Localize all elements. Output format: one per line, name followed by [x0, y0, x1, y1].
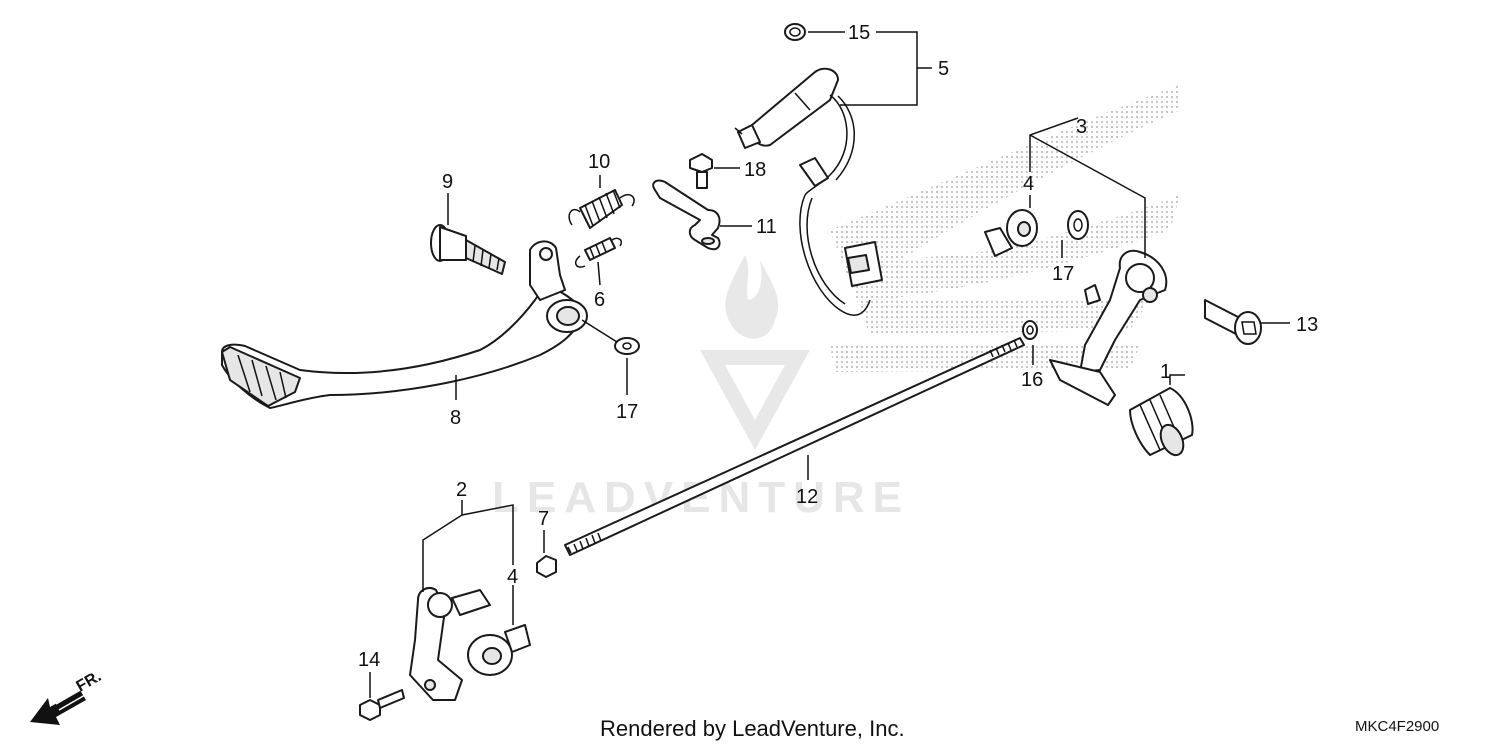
callout-4-lower: 4: [507, 566, 518, 588]
pivot-bolt: [430, 224, 506, 275]
rod-nut: [1022, 320, 1038, 340]
callout-17-right: 17: [1052, 263, 1074, 285]
watermark-text: LEADVENTURE: [492, 473, 910, 522]
callout-10: 10: [588, 151, 610, 173]
small-spring: [574, 237, 623, 268]
callout-16: 16: [1021, 369, 1043, 391]
ball-joint-upper: [984, 209, 1038, 257]
switch-bracket: [652, 179, 721, 251]
callout-18: 18: [744, 159, 766, 181]
washer-upper: [1067, 210, 1089, 240]
ball-joint-lower: [467, 624, 531, 676]
callout-5: 5: [938, 58, 949, 80]
callout-7: 7: [538, 508, 549, 530]
callout-labels: 1 2 3 4 4 5 6 7 8 9 10 11 12 13 14 15 16…: [358, 22, 1318, 671]
callout-9: 9: [442, 171, 453, 193]
brake-light-switch: [734, 67, 883, 316]
leadventure-watermark: LEADVENTURE: [492, 255, 910, 522]
credit-text: Rendered by LeadVenture, Inc.: [600, 716, 905, 741]
diagram-code: MKC4F2900: [1355, 718, 1440, 735]
callout-6: 6: [594, 289, 605, 311]
shift-rubber: [1129, 387, 1194, 457]
callout-13: 13: [1296, 314, 1318, 336]
callout-11: 11: [756, 216, 777, 238]
brake-pedal: [221, 240, 588, 409]
wire-clip: [784, 23, 806, 41]
callout-14: 14: [358, 649, 380, 671]
callout-2: 2: [456, 479, 467, 501]
small-bolt: [689, 153, 713, 189]
return-spring: [568, 189, 635, 229]
arrow-icon: [30, 690, 86, 725]
front-direction-arrow: FR.: [30, 668, 104, 725]
callout-17-left: 17: [616, 401, 638, 423]
callout-3: 3: [1076, 116, 1087, 138]
callout-15: 15: [848, 22, 870, 44]
callout-4-upper: 4: [1023, 173, 1034, 195]
callout-12: 12: [796, 486, 818, 508]
callout-1: 1: [1160, 361, 1171, 383]
washer-left: [614, 337, 640, 355]
callout-8: 8: [450, 407, 461, 429]
lock-nut: [536, 555, 557, 578]
shift-rod: [564, 337, 1025, 556]
lower-joint-arm: [409, 587, 491, 701]
wing-logo-halftone: [830, 85, 1180, 372]
leader-lines: [369, 31, 1290, 698]
gearshift-arm: [1049, 249, 1168, 406]
lower-bolt: [359, 689, 405, 721]
arm-bolt: [1204, 299, 1262, 345]
